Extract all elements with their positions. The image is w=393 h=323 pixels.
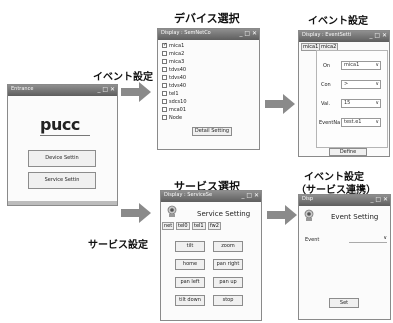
service-setting-button[interactable]: Service Settin (28, 172, 96, 189)
device-item-label: tdvs40 (169, 83, 187, 89)
checkbox-icon[interactable] (162, 99, 167, 104)
device-list-item[interactable]: sdcs10 (162, 99, 187, 105)
tab-tel1[interactable]: tel1 (192, 222, 206, 230)
event-setting-bottom-label-line2: （サービス連携） (296, 185, 376, 196)
event-window-titlebar[interactable]: Display : EventSetti _ □ ✕ (299, 31, 389, 42)
window-controls-icon[interactable]: _ □ ✕ (241, 192, 259, 199)
event-value-select[interactable]: 15 (341, 99, 381, 108)
zoom-button[interactable]: zoom (213, 241, 243, 252)
device-item-label: sdcs10 (169, 99, 187, 105)
event-setting-heading: Event Setting (331, 213, 379, 221)
window-title: Display : ServiceSe (164, 192, 213, 198)
event-row-label: On (323, 63, 331, 69)
chevron-down-icon[interactable]: ∨ (383, 235, 387, 241)
checkbox-icon[interactable] (162, 115, 167, 120)
event-condition-select[interactable]: > (341, 80, 381, 89)
checkbox-icon[interactable] (162, 51, 167, 56)
window-controls-icon[interactable]: _ □ ✕ (239, 30, 257, 37)
window-title: Disp (302, 196, 314, 202)
home-button[interactable]: home (175, 259, 205, 270)
pucc-logo-underline (40, 135, 90, 136)
event-name-field[interactable]: test.e1 (341, 118, 381, 127)
event-window-bottom-titlebar[interactable]: Disp _ □ ✕ (299, 195, 390, 206)
event-row-label: Val. (321, 101, 331, 107)
event-on-select[interactable]: mica1 (341, 61, 381, 70)
arrow-right-icon (121, 82, 151, 102)
stop-button[interactable]: stop (213, 295, 243, 306)
window-title: Entrance (11, 86, 34, 92)
service-select-window: Display : ServiceSe _ □ ✕ Service Settin… (160, 190, 262, 321)
camera-icon (167, 205, 177, 217)
service-setting-left-label: サービス設定 (88, 240, 148, 251)
checkbox-icon[interactable] (162, 107, 167, 112)
device-list-item[interactable]: tdvs40 (162, 83, 186, 89)
device-item-label: tdvs40 (169, 67, 187, 73)
tilt-button[interactable]: tilt (175, 241, 205, 252)
device-list-item[interactable]: tdvs40 (162, 67, 186, 73)
window-controls-icon[interactable]: _ □ ✕ (370, 196, 388, 203)
event-row-label: Event (305, 237, 320, 243)
device-item-label: mica1 (169, 43, 185, 49)
device-select-label: デバイス選択 (174, 12, 240, 25)
device-item-label: tel1 (169, 91, 179, 97)
event-setting-bottom-label-line1: イベント設定 (304, 172, 364, 183)
device-item-label: tdvs40 (169, 75, 187, 81)
device-setting-button[interactable]: Device Settin (28, 150, 96, 167)
pucc-status-bar (8, 201, 117, 205)
device-item-label: mca01 (169, 107, 187, 113)
event-setting-window-top: Display : EventSetti _ □ ✕ mica1 mica2 O… (298, 30, 390, 157)
checkbox-icon[interactable] (162, 67, 167, 72)
device-item-label: Node (169, 115, 183, 121)
tab-net[interactable]: net (162, 222, 175, 230)
pucc-window-titlebar[interactable]: Entrance _ □ ✕ (8, 85, 117, 96)
device-item-label: mica3 (169, 59, 185, 65)
pan-right-button[interactable]: pan right (213, 259, 243, 270)
set-button[interactable]: Set (329, 298, 359, 308)
service-window-titlebar[interactable]: Display : ServiceSe _ □ ✕ (161, 191, 261, 202)
pan-up-button[interactable]: pan up (213, 277, 243, 288)
device-list-item[interactable]: tel1 (162, 91, 179, 97)
device-select-window: Display : SemNetCo _ □ ✕ ✓mica1 mica2 mi… (157, 28, 260, 150)
window-controls-icon[interactable]: _ □ ✕ (97, 86, 115, 93)
tilt-down-button[interactable]: tilt down (175, 295, 205, 306)
detail-setting-button[interactable]: Detail Setting (192, 127, 232, 136)
event-setting-top-label: イベント設定 (308, 16, 368, 27)
device-list-item[interactable]: mica3 (162, 59, 184, 65)
device-list-item[interactable]: Node (162, 115, 182, 121)
device-item-label: mica2 (169, 51, 185, 57)
service-setting-heading: Service Setting (197, 210, 251, 218)
arrow-right-icon (267, 205, 297, 225)
event-setting-window-bottom: Disp _ □ ✕ Event Setting Event ∨ Set (298, 194, 391, 320)
device-list-item[interactable]: tdvs40 (162, 75, 186, 81)
arrow-right-icon (265, 94, 295, 114)
device-list-item[interactable]: mica2 (162, 51, 184, 57)
pucc-logo: pucc (40, 115, 80, 134)
checkbox-icon[interactable] (162, 75, 167, 80)
event-select-dropdown[interactable]: ∨ (349, 235, 387, 243)
checkbox-icon[interactable] (162, 59, 167, 64)
arrow-right-icon (121, 203, 151, 223)
event-setting-left-label: イベント設定 (93, 72, 153, 83)
tab-tel0[interactable]: tel0 (176, 222, 190, 230)
tab-fw2[interactable]: fw2 (208, 222, 221, 230)
device-list-item[interactable]: mca01 (162, 107, 186, 113)
checkbox-icon[interactable] (162, 91, 167, 96)
event-row-label: Con (321, 82, 331, 88)
pan-left-button[interactable]: pan left (175, 277, 205, 288)
device-list-item[interactable]: ✓mica1 (162, 43, 184, 49)
checkbox-checked-icon[interactable]: ✓ (162, 42, 168, 48)
camera-icon (304, 209, 314, 221)
event-row-label: EventNa (319, 120, 341, 126)
device-window-titlebar[interactable]: Display : SemNetCo _ □ ✕ (158, 29, 259, 40)
window-title: Display : SemNetCo (161, 30, 211, 36)
window-controls-icon[interactable]: _ □ ✕ (369, 32, 387, 39)
checkbox-icon[interactable] (162, 83, 167, 88)
service-select-label: サービス選択 (174, 180, 240, 193)
pucc-window: Entrance _ □ ✕ pucc Device Settin Servic… (7, 84, 118, 206)
window-title: Display : EventSetti (302, 32, 352, 38)
define-button[interactable]: Define (329, 148, 367, 156)
